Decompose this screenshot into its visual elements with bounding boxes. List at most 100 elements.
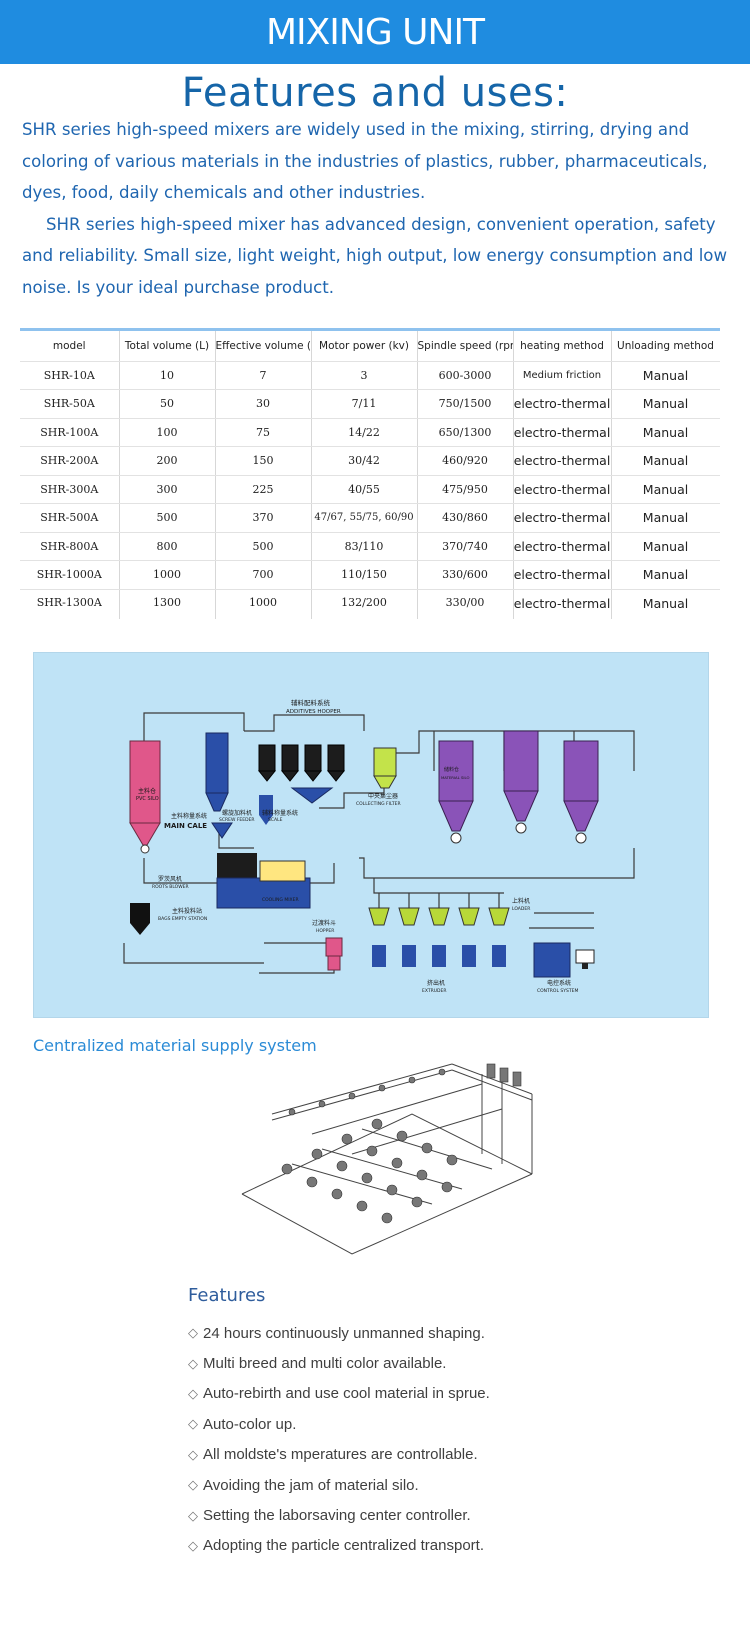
feature-text: 24 hours continuously unmanned shaping. <box>203 1324 485 1342</box>
table-cell: electro-thermal <box>513 475 612 504</box>
table-cell: Manual <box>611 475 720 504</box>
table-cell: 50 <box>119 389 216 419</box>
label-filter-cn: 中央集尘器 <box>368 792 398 800</box>
list-item: ◇Auto-rebirth and use cool material in s… <box>188 1379 568 1409</box>
transition-hopper <box>325 937 343 971</box>
control-system <box>533 942 595 978</box>
table-cell: 600-3000 <box>417 361 514 390</box>
main-scale-column <box>205 732 273 839</box>
diagram-svg: 辅料配料系统 ADDITIVES HOOPER 主料仓 PVC SILO 主料称… <box>123 698 635 994</box>
feature-text: Adopting the particle centralized transp… <box>203 1537 484 1555</box>
label-screw-feeder-cn: 螺旋加料机 <box>222 809 252 817</box>
table-row: SHR-1000A 1000 700 110/150 330/600 elect… <box>20 560 720 590</box>
table-cell: 1300 <box>119 589 216 619</box>
label-bags-station-cn: 主料投料站 <box>172 907 202 915</box>
table-header-row: model Total volume (L) Effective volume … <box>20 331 720 362</box>
table-cell: 75 <box>215 418 312 447</box>
extruders <box>368 907 510 967</box>
table-cell: Manual <box>611 389 720 419</box>
supply-system-diagram: 辅料配料系统 ADDITIVES HOOPER 主料仓 PVC SILO 主料称… <box>33 652 709 1018</box>
header-cell: heating method <box>513 331 612 362</box>
label-screw-feeder-en: SCREW FEEDER <box>219 817 255 823</box>
spec-table-container: model Total volume (L) Effective volume … <box>20 328 720 619</box>
feature-text: Avoiding the jam of material silo. <box>203 1476 419 1494</box>
list-item: ◇ 24 hours continuously unmanned shaping. <box>188 1318 568 1348</box>
table-cell: SHR-1300A <box>20 589 120 619</box>
diamond-bullet-icon: ◇ <box>188 1477 198 1493</box>
label-material-silo-cn: 储料仓 <box>444 766 459 773</box>
collecting-filter <box>373 747 397 789</box>
table-cell: Manual <box>611 503 720 533</box>
diamond-bullet-icon: ◇ <box>188 1355 198 1371</box>
label-cooling-mixer-en: COOLING MIXER <box>262 897 299 903</box>
table-cell: 475/950 <box>417 475 514 504</box>
table-cell: Medium friction <box>513 361 612 390</box>
diamond-bullet-icon: ◇ <box>188 1385 198 1401</box>
table-cell: 7 <box>215 361 312 390</box>
table-cell: 330/00 <box>417 589 514 619</box>
list-item: ◇ Multi breed and multi color available. <box>188 1348 568 1378</box>
table-cell: 500 <box>215 532 312 561</box>
table-cell: 200 <box>119 446 216 476</box>
table-row: SHR-100A 100 75 14/22 650/1300 electro-t… <box>20 418 720 447</box>
label-loader-cn: 上料机 <box>512 897 530 905</box>
table-cell: SHR-800A <box>20 532 120 561</box>
table-cell: SHR-1000A <box>20 560 120 590</box>
table-cell: 330/600 <box>417 560 514 590</box>
table-cell: Manual <box>611 361 720 390</box>
table-cell: 700 <box>215 560 312 590</box>
table-cell: 3 <box>311 361 418 390</box>
table-cell: SHR-50A <box>20 389 120 419</box>
table-cell: electro-thermal <box>513 446 612 476</box>
table-row: SHR-50A 50 30 7/11 750/1500 electro-ther… <box>20 389 720 419</box>
list-item: ◇Setting the laborsaving center controll… <box>188 1500 568 1530</box>
table-cell: 800 <box>119 532 216 561</box>
pvc-silo <box>129 740 161 854</box>
label-control-cn: 电控系统 <box>547 979 571 987</box>
table-cell: 1000 <box>215 589 312 619</box>
spec-table: model Total volume (L) Effective volume … <box>20 331 720 619</box>
table-cell: Manual <box>611 418 720 447</box>
feature-text: All moldste's mperatures are controllabl… <box>203 1446 478 1464</box>
table-cell: 750/1500 <box>417 389 514 419</box>
table-cell: 7/11 <box>311 389 418 419</box>
label-pvc-silo-en: PVC SILO <box>136 796 159 802</box>
feature-text: Setting the laborsaving center controlle… <box>203 1507 471 1525</box>
table-cell: SHR-10A <box>20 361 120 390</box>
table-row: SHR-200A 200 150 30/42 460/920 electro-t… <box>20 446 720 476</box>
table-row: SHR-1300A 1300 1000 132/200 330/00 elect… <box>20 589 720 619</box>
section-heading: Features and uses: <box>181 70 569 116</box>
list-item: ◇ Avoiding the jam of material silo. <box>188 1470 568 1500</box>
label-extruder-en: EXTRUDER <box>422 988 446 994</box>
table-row: SHR-300A 300 225 40/55 475/950 electro-t… <box>20 475 720 504</box>
isometric-svg <box>241 1063 533 1255</box>
table-cell: 150 <box>215 446 312 476</box>
table-cell: 460/920 <box>417 446 514 476</box>
table-cell: 30/42 <box>311 446 418 476</box>
label-loader-en: LOADER <box>512 906 530 912</box>
header-cell: Spindle speed (rpn) <box>417 331 514 362</box>
table-cell: 370 <box>215 503 312 533</box>
label-main-cale-en: MAIN CALE <box>164 822 207 830</box>
table-cell: 650/1300 <box>417 418 514 447</box>
table-cell: SHR-500A <box>20 503 120 533</box>
table-cell: 30 <box>215 389 312 419</box>
table-cell: 40/55 <box>311 475 418 504</box>
label-extruder-cn: 挤出机 <box>427 979 445 987</box>
table-cell: Manual <box>611 446 720 476</box>
table-cell: Manual <box>611 560 720 590</box>
list-item: ◇All moldste's mperatures are controllab… <box>188 1440 568 1470</box>
diamond-bullet-icon: ◇ <box>188 1325 198 1341</box>
table-cell: 500 <box>119 503 216 533</box>
features-title: Features <box>188 1285 266 1306</box>
label-control-en: CONTROL SYSTEM <box>537 988 578 994</box>
table-cell: electro-thermal <box>513 589 612 619</box>
table-cell: electro-thermal <box>513 532 612 561</box>
table-row: SHR-500A 500 370 47/67, 55/75, 60/90 430… <box>20 503 720 533</box>
table-cell: electro-thermal <box>513 560 612 590</box>
table-row: SHR-800A 800 500 83/110 370/740 electro-… <box>20 532 720 561</box>
feature-text: Multi breed and multi color available. <box>203 1355 447 1373</box>
diagram-caption: Centralized material supply system <box>33 1036 317 1055</box>
header-cell: Total volume (L) <box>119 331 216 362</box>
table-cell: Manual <box>611 532 720 561</box>
